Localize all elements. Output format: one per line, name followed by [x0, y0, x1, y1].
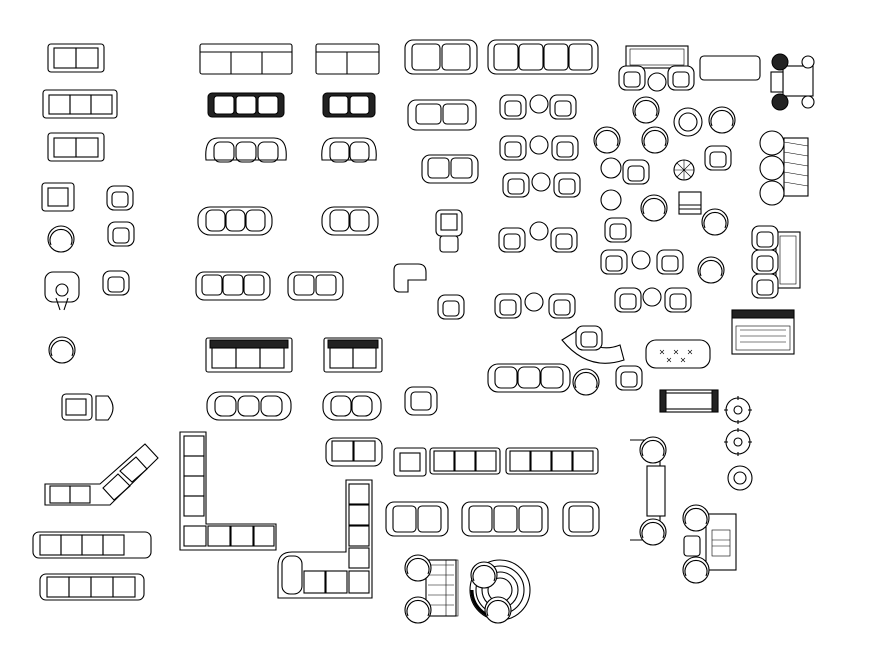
dining-set-icon: [600, 249, 684, 275]
sofa-icon: [323, 337, 383, 373]
sofa-icon: [287, 271, 344, 301]
armchair-icon: [701, 208, 729, 236]
sofa-icon: [206, 391, 292, 421]
dining-set-icon: [404, 554, 459, 624]
armchair-icon: [393, 447, 427, 477]
dining-set-icon: [618, 45, 695, 92]
sofa-icon: [487, 363, 571, 393]
sectional-sofa-icon: [277, 479, 373, 599]
sofa-icon: [407, 99, 477, 131]
sectional-sofa-icon: [179, 431, 277, 551]
sofa-icon: [404, 39, 478, 75]
round-table-icon: [600, 157, 622, 179]
dining-set-icon: [498, 221, 578, 253]
sofa-icon: [205, 137, 287, 163]
armchair-icon: [47, 225, 75, 253]
round-table-icon: [724, 428, 752, 456]
armchair-icon: [562, 501, 600, 537]
armchair-icon: [106, 185, 134, 211]
sofa-group-left: [32, 43, 159, 601]
sofa-icon: [47, 132, 105, 162]
armchair-icon: [48, 336, 76, 364]
sofa-icon: [461, 501, 549, 537]
round-table-icon: [724, 396, 752, 424]
sofa-icon: [321, 206, 379, 236]
sofa-icon: [197, 206, 273, 236]
table-icon: [659, 389, 719, 413]
armchair-icon: [641, 126, 669, 154]
table-icon: [678, 191, 702, 215]
dining-set-icon: [682, 504, 737, 584]
armchair-icon: [393, 263, 427, 293]
armchair-icon: [437, 294, 465, 320]
sofa-icon: [32, 531, 152, 559]
sectional-sofa-icon: [44, 443, 159, 506]
sofa-icon: [207, 92, 285, 118]
round-table-icon: [673, 107, 703, 137]
armchair-icon: [404, 386, 438, 416]
round-table-icon: [727, 465, 753, 491]
dining-set-icon: [630, 436, 667, 546]
armchair-icon: [41, 182, 75, 212]
sofa-icon: [429, 447, 501, 475]
armchair-icon: [61, 393, 114, 421]
sofa-icon: [321, 137, 377, 163]
sofa-icon: [47, 43, 105, 73]
right-group: [593, 45, 815, 584]
bed-icon: [731, 309, 795, 355]
armchair-icon: [572, 368, 600, 396]
armchair-icon: [697, 256, 725, 284]
armchair-icon: [708, 106, 736, 134]
sofa-icon: [487, 39, 599, 75]
sofa-icon: [421, 154, 479, 184]
armchair-icon: [604, 217, 632, 243]
dining-set-icon: [751, 225, 801, 299]
dining-set-icon: [499, 135, 579, 161]
dining-set-icon: [502, 172, 581, 198]
table-icon: [699, 55, 761, 81]
armchair-icon: [44, 271, 80, 311]
lounge-sets: [494, 94, 643, 396]
sofa-icon: [322, 391, 382, 421]
dining-set-icon: [614, 287, 692, 313]
round-table-icon: [600, 189, 622, 211]
armchair-icon: [632, 96, 660, 124]
dining-set-icon: [499, 94, 577, 120]
sofa-icon: [322, 92, 376, 118]
dining-set-icon: [494, 292, 576, 319]
sofa-icon: [199, 43, 293, 75]
sectional-sofa-icon: [561, 325, 625, 364]
sofa-icon: [645, 339, 711, 369]
sofa-group-center-left: [179, 43, 438, 599]
sofa-icon: [505, 447, 599, 475]
sofa-icon: [39, 573, 145, 601]
sofa-icon: [205, 337, 293, 373]
dining-set-icon: [759, 130, 809, 206]
armchair-icon: [622, 159, 650, 185]
sofa-group-center: [385, 39, 600, 624]
armchair-icon: [107, 221, 135, 247]
sofa-icon: [325, 437, 383, 467]
armchair-icon: [640, 194, 668, 222]
round-table-icon: [469, 559, 531, 624]
dining-set-icon: [770, 53, 815, 111]
armchair-icon: [435, 209, 463, 253]
armchair-icon: [102, 270, 130, 296]
sofa-icon: [385, 501, 449, 537]
sofa-icon: [195, 271, 271, 301]
armchair-icon: [615, 365, 643, 391]
sofa-icon: [315, 43, 380, 75]
armchair-icon: [593, 126, 621, 154]
table-icon: [673, 159, 695, 181]
sofa-icon: [42, 89, 118, 119]
armchair-icon: [704, 145, 732, 171]
